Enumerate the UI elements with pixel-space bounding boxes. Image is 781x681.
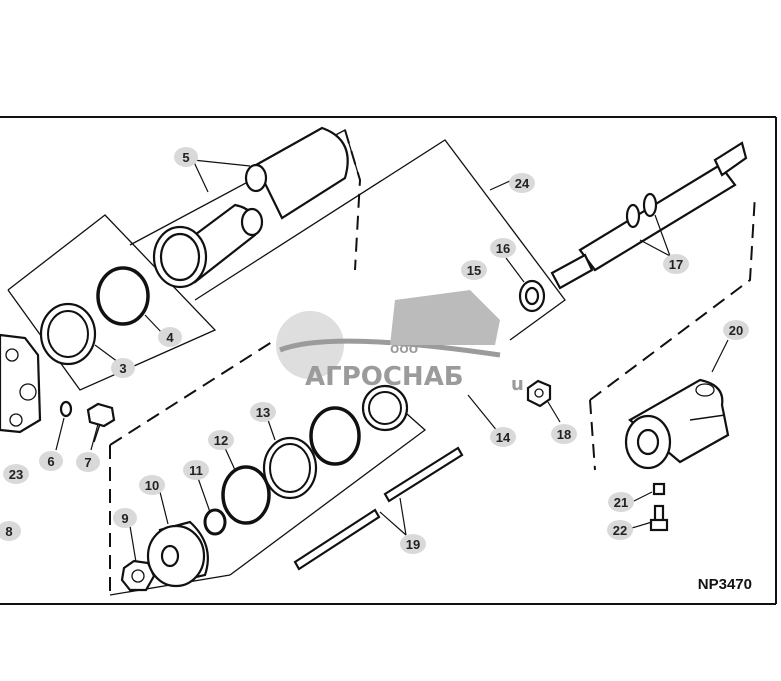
- callout-10: 10: [139, 475, 165, 495]
- watermark: ООО АГРОСНАБ u: [276, 290, 524, 395]
- svg-text:7: 7: [84, 455, 91, 470]
- callout-13: 13: [250, 402, 276, 422]
- watermark-suffix: u: [511, 374, 524, 395]
- svg-text:19: 19: [406, 537, 420, 552]
- callout-21: 21: [608, 492, 634, 512]
- svg-text:12: 12: [214, 433, 228, 448]
- callout-11: 11: [183, 460, 209, 480]
- svg-text:22: 22: [613, 523, 627, 538]
- watermark-harvester-icon: [390, 290, 500, 345]
- svg-text:6: 6: [47, 454, 54, 469]
- callout-15: 15: [461, 260, 487, 280]
- svg-text:11: 11: [189, 463, 203, 478]
- callout-17: 17: [663, 254, 689, 274]
- callout-8: 8: [0, 521, 21, 541]
- callout-22: 22: [607, 520, 633, 540]
- part-6-oring: [59, 400, 73, 418]
- svg-text:5: 5: [182, 150, 189, 165]
- svg-text:13: 13: [256, 405, 270, 420]
- part-7-bolt: [86, 402, 116, 443]
- svg-text:8: 8: [5, 524, 12, 539]
- svg-text:3: 3: [119, 361, 126, 376]
- part-13-ring: [262, 436, 318, 500]
- part-18-nut: [526, 379, 552, 408]
- part-16-bushing: [518, 279, 546, 313]
- callout-24: 24: [509, 173, 535, 193]
- part-12-ring: [221, 465, 271, 525]
- part-17-rod: [550, 141, 748, 290]
- callout-4: 4: [158, 327, 182, 347]
- part-3-ring: [39, 302, 97, 366]
- svg-text:14: 14: [496, 430, 511, 445]
- part-22-bolt: [649, 504, 669, 532]
- figure-code: NP3470: [698, 576, 752, 593]
- callout-14: 14: [490, 427, 516, 447]
- part-21-fitting: [652, 482, 666, 496]
- svg-text:17: 17: [669, 257, 683, 272]
- part-10-piston: [146, 520, 209, 588]
- part-20-clevis: [624, 378, 730, 470]
- svg-text:20: 20: [729, 323, 743, 338]
- svg-text:21: 21: [614, 495, 628, 510]
- callout-5: 5: [174, 147, 198, 167]
- watermark-prefix: ООО: [390, 343, 418, 356]
- callout-20: 20: [723, 320, 749, 340]
- part-5-tubes: [152, 126, 349, 289]
- part-11-oring: [203, 508, 227, 536]
- svg-text:10: 10: [145, 478, 159, 493]
- part-4-ring: [96, 266, 150, 326]
- callout-6: 6: [39, 451, 63, 471]
- callout-9: 9: [113, 508, 137, 528]
- leader-lines: [55, 159, 729, 563]
- callout-23: 23: [3, 464, 29, 484]
- callout-18: 18: [551, 424, 577, 444]
- part-housing-left: [0, 333, 42, 434]
- svg-text:4: 4: [166, 330, 174, 345]
- watermark-brand: АГРОСНАБ: [305, 362, 464, 392]
- callouts: 3 4 5 6 7 8 9 10 11 12 13 14 15 16 17 18…: [0, 147, 749, 554]
- callout-16: 16: [490, 238, 516, 258]
- svg-text:24: 24: [515, 176, 530, 191]
- callout-3: 3: [111, 358, 135, 378]
- svg-text:23: 23: [9, 467, 23, 482]
- part-14-rings: [309, 384, 409, 466]
- svg-text:9: 9: [121, 511, 128, 526]
- svg-text:15: 15: [467, 263, 481, 278]
- svg-text:16: 16: [496, 241, 510, 256]
- callout-19: 19: [400, 534, 426, 554]
- callout-12: 12: [208, 430, 234, 450]
- svg-text:18: 18: [557, 427, 571, 442]
- callout-7: 7: [76, 452, 100, 472]
- diagram-frame: [0, 116, 777, 605]
- part-19-tie-rods: [293, 446, 464, 571]
